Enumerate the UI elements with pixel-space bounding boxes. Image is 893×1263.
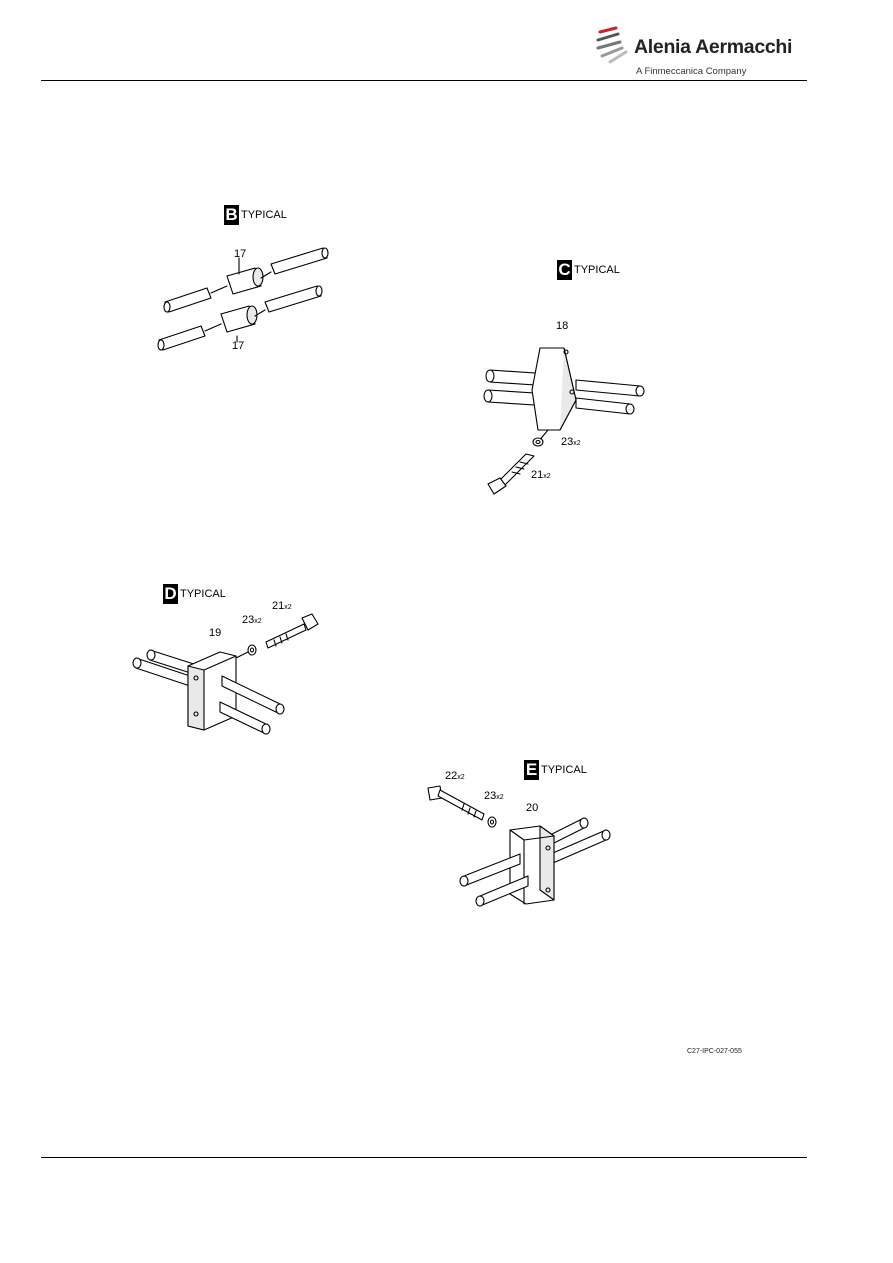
figure-id: C27-IPC-027-055 <box>687 1048 742 1055</box>
view-e-callout-clamp: 20 <box>526 802 539 814</box>
view-d-label: D TYPICAL <box>163 584 226 604</box>
view-d-callout-washer: 23x2 <box>242 614 262 626</box>
logo-tagline: A Finmeccanica Company <box>636 66 747 77</box>
view-c-letter: C <box>557 260 572 280</box>
company-logo: Alenia Aermacchi A Finmeccanica Company <box>596 22 796 82</box>
view-d-caption: TYPICAL <box>180 588 226 600</box>
view-b-label: B TYPICAL <box>224 205 287 225</box>
view-c-callout-clamp: 18 <box>556 320 569 332</box>
logo-name: Alenia Aermacchi <box>634 36 793 58</box>
view-d-letter: D <box>163 584 178 604</box>
view-e-callout-bolt: 22x2 <box>445 770 465 782</box>
view-d-drawing <box>130 606 340 746</box>
view-d-callout-bolt: 21x2 <box>272 600 292 612</box>
view-d-callout-clamp: 19 <box>209 627 222 639</box>
swoosh-logo-icon <box>596 26 628 64</box>
view-b-letter: B <box>224 205 239 225</box>
header-rule <box>41 80 807 81</box>
view-e-label: E TYPICAL <box>524 760 587 780</box>
view-e-callout-washer: 23x2 <box>484 790 504 802</box>
view-e-caption: TYPICAL <box>541 764 587 776</box>
view-c-drawing <box>480 330 660 510</box>
view-b-drawing <box>155 240 335 360</box>
view-c-caption: TYPICAL <box>574 264 620 276</box>
view-b-callout-top: 17 <box>234 248 247 260</box>
view-b-callout-bottom: 17 <box>232 340 245 352</box>
view-b-caption: TYPICAL <box>241 209 287 221</box>
view-e-letter: E <box>524 760 539 780</box>
view-c-label: C TYPICAL <box>557 260 620 280</box>
view-e-drawing <box>420 780 620 915</box>
view-c-callout-bolt: 21x2 <box>531 469 551 481</box>
footer-rule <box>41 1157 807 1158</box>
view-c-callout-washer: 23x2 <box>561 436 581 448</box>
